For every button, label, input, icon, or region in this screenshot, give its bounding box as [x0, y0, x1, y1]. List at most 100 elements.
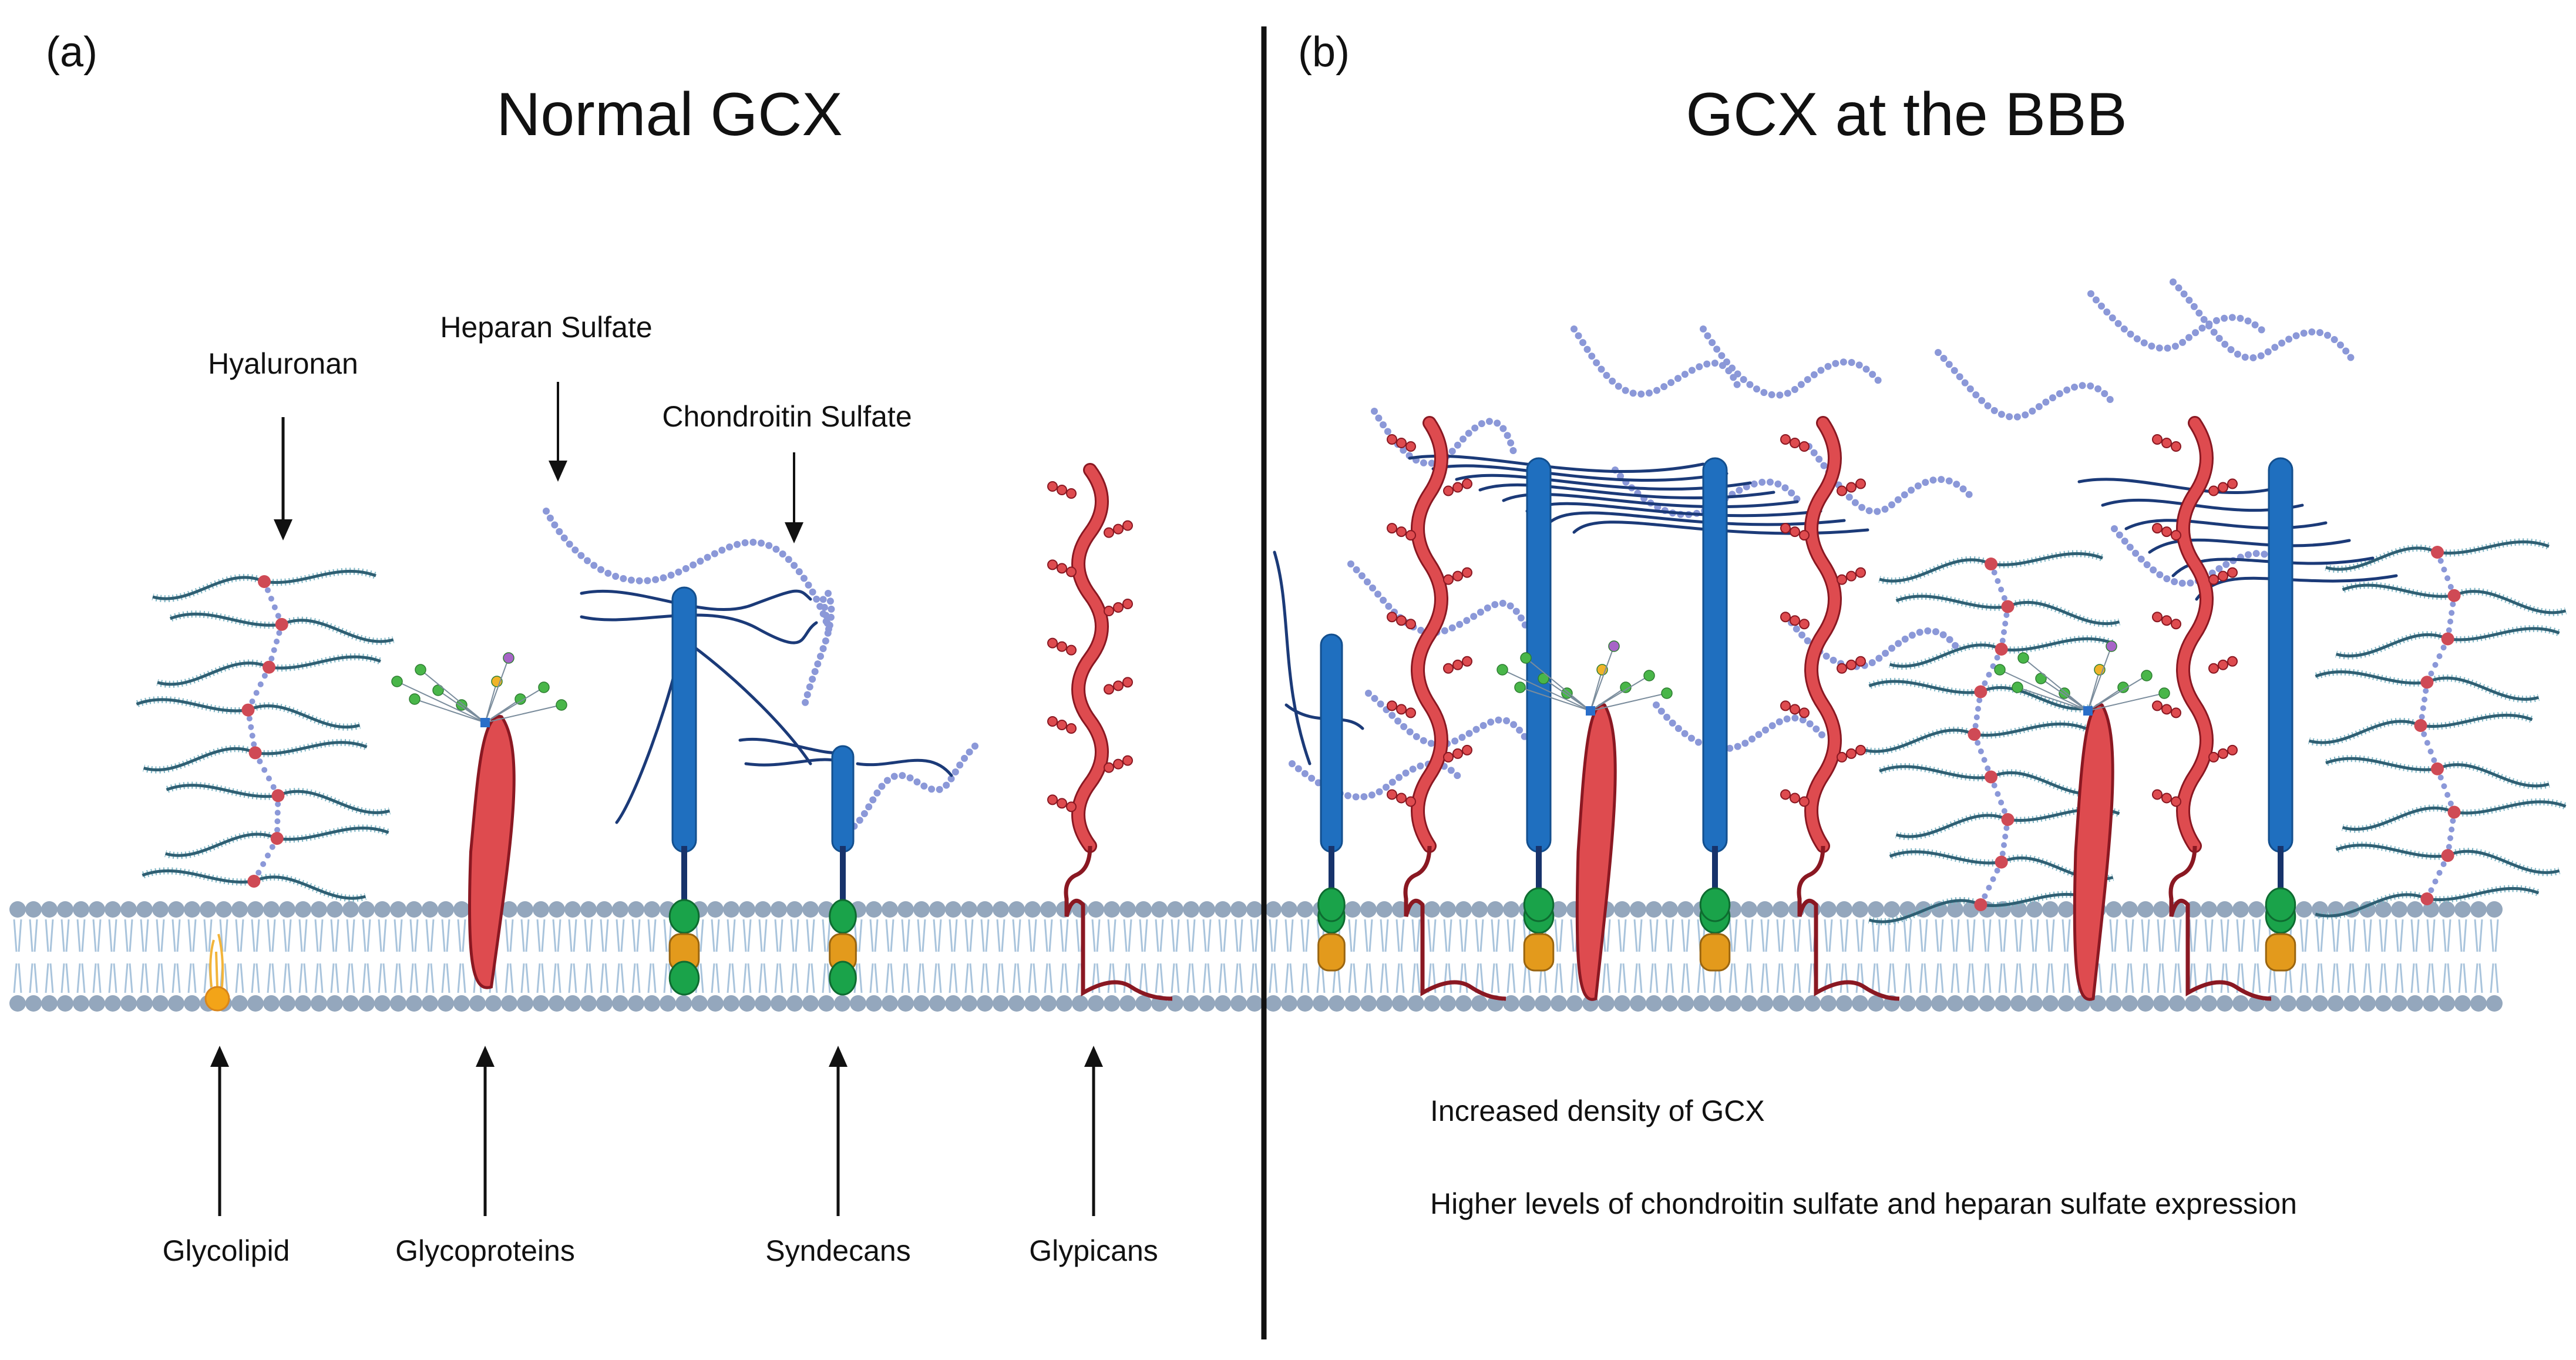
heparan-sulfate-chain	[1289, 760, 1461, 801]
note-increased-density: Increased density of GCX	[1430, 1094, 1765, 1127]
syndecan-domain	[1523, 887, 1555, 922]
lipid-head	[707, 995, 724, 1012]
lipid-head	[945, 995, 961, 1012]
lipid-head	[882, 901, 898, 918]
hyaluronan-node	[241, 703, 255, 717]
lipid-head	[1662, 995, 1678, 1012]
chondroitin-sulfate-chain	[856, 758, 953, 777]
glycan-branch	[1994, 640, 2170, 716]
lipid-head	[612, 901, 628, 918]
lipid-head	[1119, 995, 1136, 1012]
lipid-head	[596, 995, 613, 1012]
lipid-head	[961, 901, 977, 918]
lipid-head	[913, 995, 930, 1012]
lipid-head	[1646, 901, 1662, 918]
lipid-head	[1646, 995, 1662, 1012]
lipid-head	[406, 901, 422, 918]
lipid-head	[739, 995, 755, 1012]
chondroitin-sulfate-chain	[580, 589, 812, 612]
lipid-head	[977, 995, 993, 1012]
lipid-head	[216, 901, 232, 918]
hyaluronan-node	[2420, 892, 2434, 905]
lipid-head	[1963, 995, 1979, 1012]
lipid-head	[1008, 901, 1025, 918]
glycolipid	[204, 933, 230, 1012]
lipid-head	[168, 995, 184, 1012]
lipid-head	[1757, 901, 1773, 918]
syndecan-domain	[1699, 933, 1731, 972]
lipid-head	[1215, 995, 1231, 1012]
lipid-head	[707, 901, 724, 918]
lipid-head	[564, 995, 581, 1012]
hyaluronan-node	[2447, 805, 2461, 819]
lipid-head	[1757, 995, 1773, 1012]
lipid-head	[9, 995, 26, 1012]
glycoprotein-body	[1575, 703, 1617, 1001]
pointer-arrow	[785, 452, 803, 543]
lipid-head	[2106, 901, 2122, 918]
lipid-head	[1265, 995, 1282, 1012]
label-glycoproteins: Glycoproteins	[395, 1234, 575, 1267]
syndecan	[1317, 633, 1346, 972]
lipid-head	[2407, 995, 2423, 1012]
glycan-branch	[1496, 640, 1673, 716]
hyaluronan-node	[1968, 728, 1981, 741]
lipid-head	[1915, 995, 1932, 1012]
lipid-head	[1630, 901, 1646, 918]
heparan-sulfate-chain	[1700, 325, 1882, 399]
lipid-heads	[9, 901, 1263, 1012]
lipid-head	[802, 901, 819, 918]
chondroitin-sulfate-chain	[1455, 474, 1752, 491]
pointer-arrow	[1084, 1046, 1103, 1216]
lipid-head	[1135, 995, 1152, 1012]
lipid-head	[120, 901, 137, 918]
lipid-head	[834, 995, 850, 1012]
hyaluronan-node	[2420, 676, 2434, 689]
chondroitin-sulfate-chain	[2077, 478, 2281, 495]
lipid-head	[438, 901, 454, 918]
lipid-head	[549, 901, 565, 918]
hyaluronan-node	[2001, 600, 2015, 613]
glypican-anchor	[2168, 845, 2272, 1001]
lipid-head	[358, 995, 375, 1012]
lipid-head	[2454, 995, 2471, 1012]
lipid-head	[105, 901, 121, 918]
lipid-head	[2026, 901, 2043, 918]
lipid-head	[25, 995, 42, 1012]
lipid-head	[564, 901, 581, 918]
lipid-head	[2375, 995, 2392, 1012]
lipid-head	[200, 901, 216, 918]
lipid-head	[882, 995, 898, 1012]
lipid-head	[1773, 995, 1789, 1012]
lipid-head	[993, 901, 1009, 918]
lipid-head	[1265, 901, 1282, 918]
lipid-head	[1040, 995, 1057, 1012]
glycoprotein	[1496, 640, 1673, 1001]
lipid-head	[2359, 995, 2376, 1012]
glycolipid-head	[204, 986, 230, 1012]
syndecan-core	[1320, 633, 1343, 853]
syndecan-core	[831, 745, 855, 853]
syndecan-core	[2268, 457, 2293, 853]
lipid-head	[469, 995, 486, 1012]
syndecan-domain	[2265, 933, 2296, 972]
lipid-head	[453, 995, 470, 1012]
lipid-head	[1088, 995, 1104, 1012]
lipid-head	[1471, 995, 1488, 1012]
label-heparan-sulfate: Heparan Sulfate	[440, 311, 653, 344]
glypican-core	[1413, 418, 1447, 851]
lipid-head	[1183, 901, 1199, 918]
hyaluronan-node	[275, 617, 288, 631]
syndecan-domain	[668, 899, 700, 934]
chondroitin-sulfate-chain	[580, 613, 818, 644]
lipid-head	[1947, 901, 1963, 918]
lipid-head	[263, 901, 280, 918]
lipid-head	[247, 995, 264, 1012]
lipid-head	[2375, 901, 2392, 918]
lipid-head	[1440, 995, 1456, 1012]
lipid-head	[2153, 901, 2170, 918]
hyaluronan-node	[2414, 719, 2427, 732]
lipid-head	[2248, 901, 2265, 918]
pointer-arrow	[549, 382, 567, 482]
syndecan-domain	[1523, 933, 1555, 972]
